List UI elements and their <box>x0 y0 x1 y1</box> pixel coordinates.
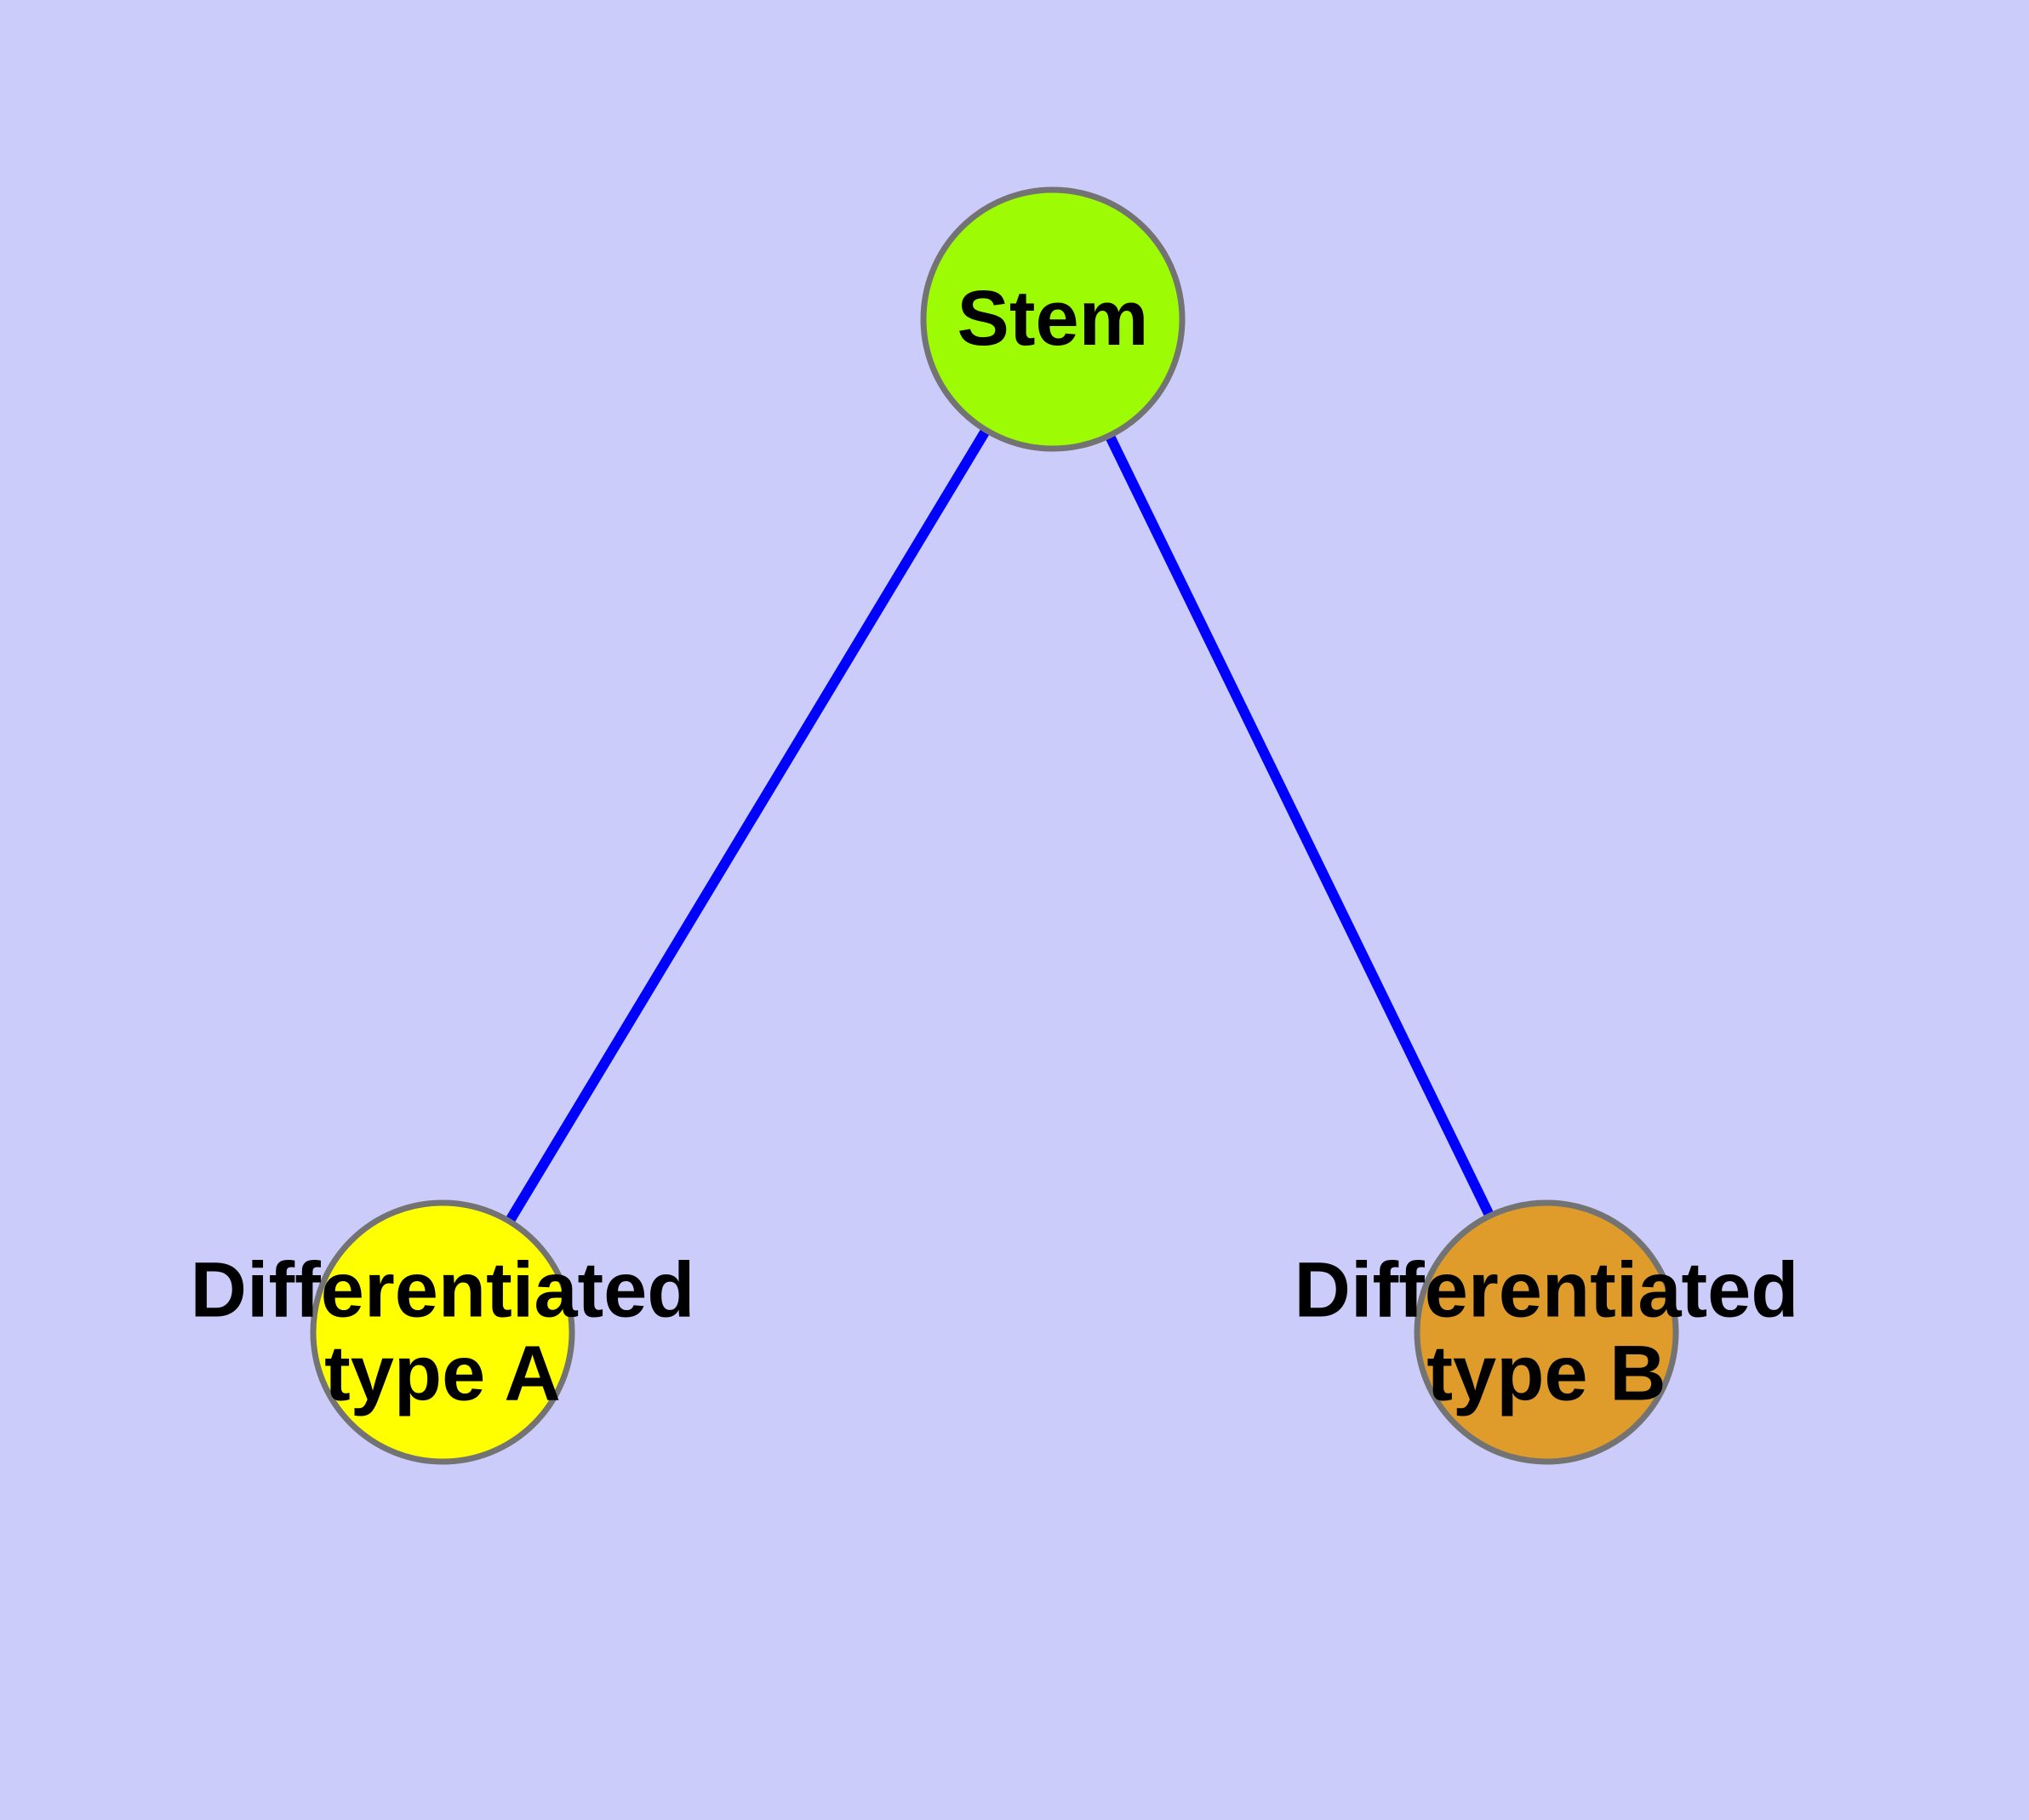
node-layer <box>310 186 1679 1465</box>
node-diff-a-circle[interactable] <box>310 1199 575 1465</box>
node-stem-circle[interactable] <box>920 186 1186 452</box>
node-diff-b-circle[interactable] <box>1414 1199 1679 1465</box>
edge-stem-to-diff-b[interactable] <box>1048 317 1552 1335</box>
edge-stem-to-diff-a[interactable] <box>437 316 1058 1336</box>
edge-layer <box>437 316 1552 1336</box>
